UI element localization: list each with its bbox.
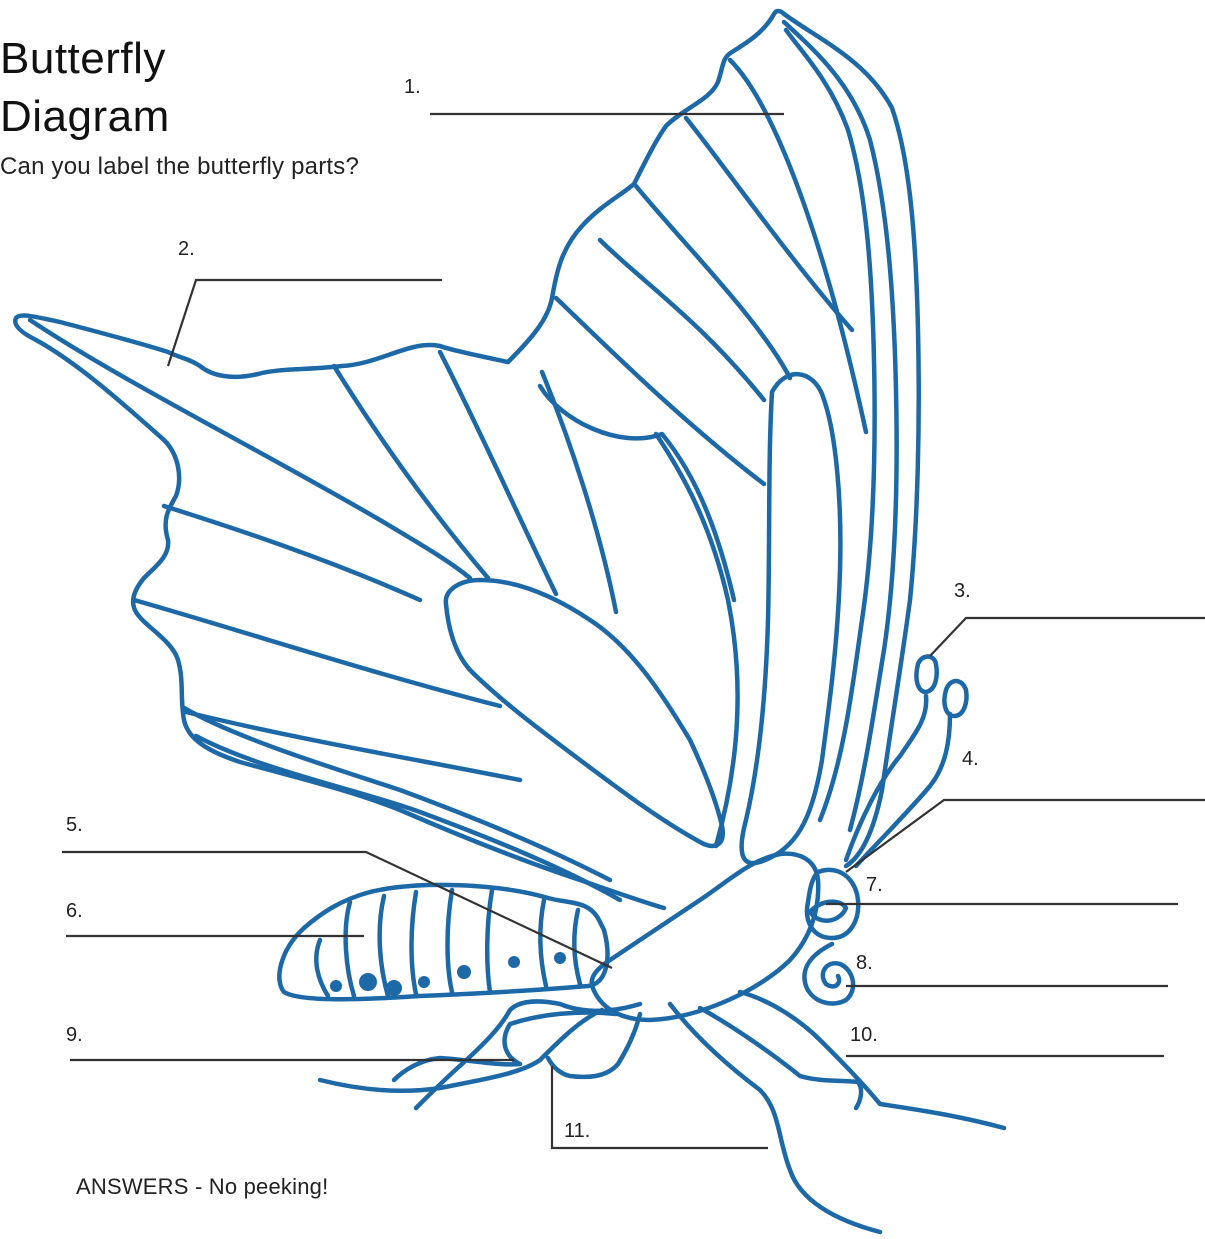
spiracle-dot	[359, 973, 377, 991]
leg	[670, 1004, 880, 1232]
abdomen-segment	[412, 892, 417, 994]
upper-wing-lobe	[742, 374, 841, 863]
lower-wing-vein	[30, 320, 470, 578]
spiracle-dot	[508, 956, 520, 968]
label-6: 6.	[66, 900, 83, 923]
label-4: 4.	[962, 748, 979, 771]
pointer-line-5	[62, 852, 612, 968]
abdomen-segment	[346, 902, 354, 996]
abdomen-segment	[540, 900, 546, 986]
lower-wing-lobe	[446, 580, 723, 846]
abdomen-segment	[487, 890, 492, 992]
lower-wing	[15, 315, 723, 908]
leg	[320, 1010, 602, 1091]
label-9: 9.	[66, 1024, 83, 1047]
proboscis	[804, 944, 853, 1004]
label-10: 10.	[850, 1024, 878, 1047]
upper-wing-inner-edge	[784, 22, 897, 830]
upper-wing-vein	[686, 118, 852, 330]
abdomen-segment	[380, 896, 388, 996]
upper-wing-vein	[656, 434, 738, 846]
spiracle-dot	[330, 980, 342, 992]
label-2: 2.	[178, 238, 195, 261]
label-5: 5.	[66, 814, 83, 837]
thorax-outline	[592, 854, 819, 1020]
lower-wing-vein	[186, 712, 520, 780]
pointer-line-3	[930, 618, 1205, 656]
label-11: 11.	[564, 1120, 590, 1143]
upper-wing-vein	[600, 240, 764, 400]
answers-footer: ANSWERS - No peeking!	[76, 1174, 328, 1200]
lower-wing-vein	[134, 600, 500, 706]
upper-wing-vein	[636, 186, 790, 378]
spiracle-dot	[457, 965, 471, 979]
upper-wing-vein	[556, 298, 764, 484]
lower-wing-vein	[542, 372, 616, 612]
antenna-club	[916, 657, 936, 693]
abdomen-segment	[574, 910, 580, 984]
label-7: 7.	[866, 874, 883, 897]
spiracle-dot	[418, 976, 430, 988]
label-1: 1.	[404, 76, 421, 99]
lower-wing-vein	[440, 352, 556, 594]
pointer-line-4	[846, 800, 1205, 872]
spiracle-dot	[386, 980, 402, 996]
spiracle-dot	[554, 952, 566, 964]
butterfly-body	[279, 657, 1004, 1233]
upper-wing-vein	[540, 386, 734, 600]
leg	[548, 1014, 640, 1077]
abdomen-segment	[448, 890, 453, 992]
abdomen-segment	[316, 940, 328, 996]
label-3: 3.	[954, 580, 971, 603]
lower-wing-outline	[15, 315, 664, 908]
antenna-club	[944, 681, 966, 716]
label-8: 8.	[856, 952, 873, 975]
